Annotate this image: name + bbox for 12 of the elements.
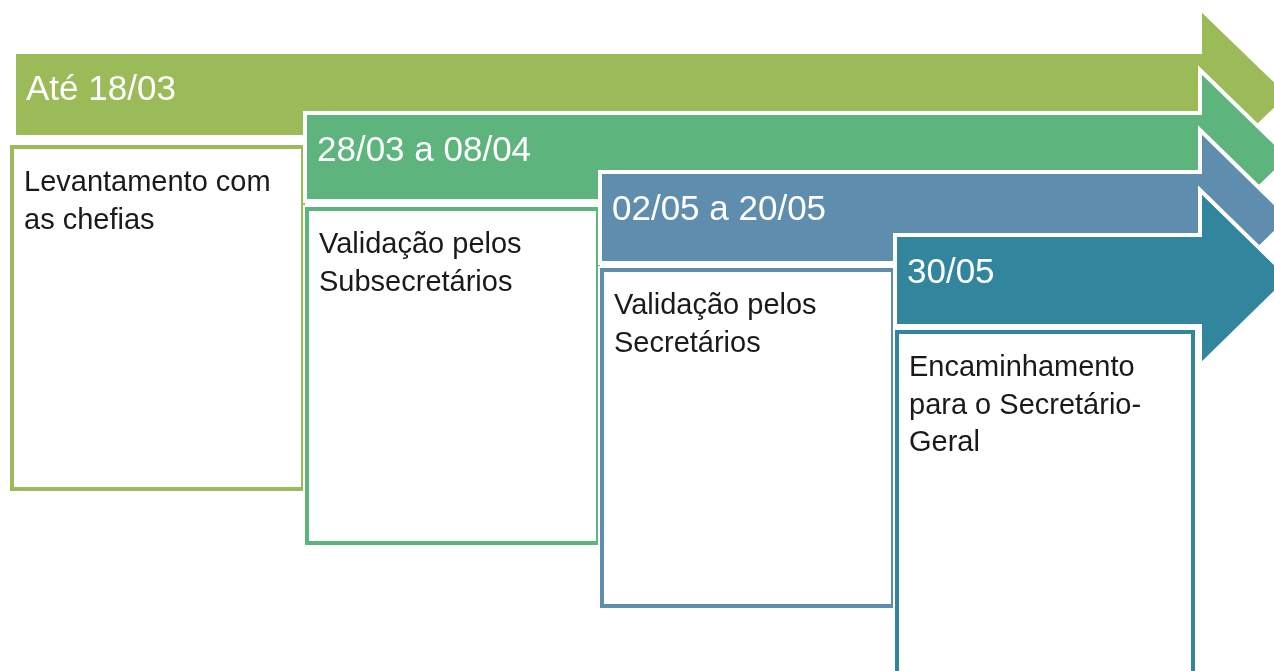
step-card	[895, 330, 1195, 671]
date-label: 30/05	[907, 253, 995, 288]
date-label: Até 18/03	[26, 70, 176, 105]
step-card	[10, 145, 305, 491]
step-description: Levantamento com as chefias	[24, 164, 272, 237]
date-label: 28/03 a 08/04	[317, 131, 532, 166]
step-description: Encaminhamento para o Secretário-Geral	[909, 349, 1143, 460]
step-description: Validação pelos Subsecretários	[319, 226, 523, 299]
step-card	[600, 268, 895, 608]
date-label: 02/05 a 20/05	[612, 190, 827, 225]
step-description: Validação pelos Secretários	[614, 287, 818, 360]
step-card	[305, 207, 600, 545]
